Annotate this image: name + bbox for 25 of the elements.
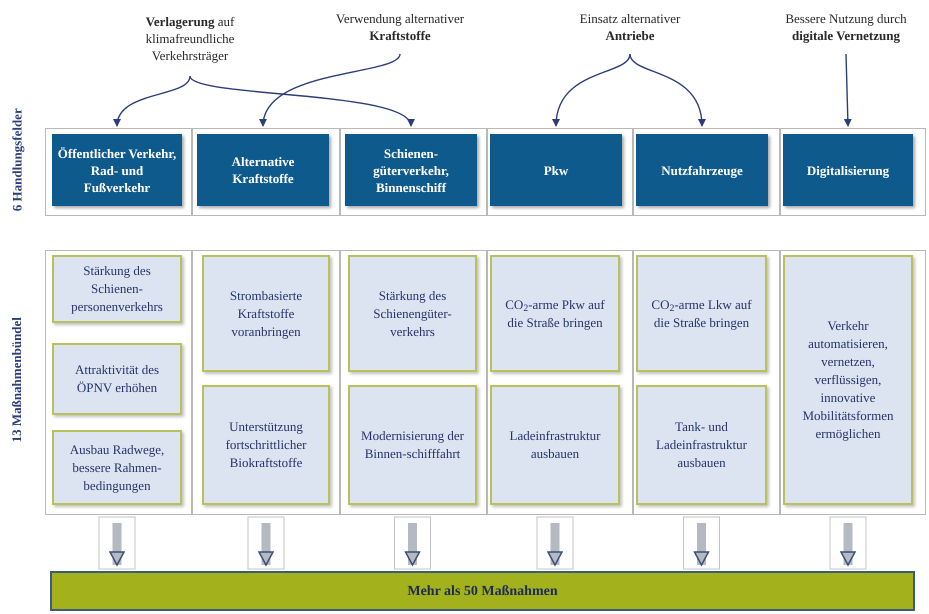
measure-box: Ausbau Radwege, bessere Rahmen-bedingungen [52,430,182,505]
measure-box: Strombasierte Kraftstoffe voranbringen [202,255,330,372]
side-label: 13 Maßnahmenbündel [8,317,26,443]
measure-box: Ladeinfrastruktur ausbauen [490,385,620,505]
measure-box: CO$_{2}$-arme Pkw auf die Straße bringen [490,255,620,372]
annotation-text: Verwendung alternativer Kraftstoffe [325,6,475,48]
annotation-text: Einsatz alternativer Antriebe [555,6,705,48]
side-label: 6 Handlungsfelder [8,108,26,212]
field-box: Nutzfahrzeuge [636,134,768,206]
field-box: Schienen-güterverkehr, Binnenschiff [345,134,477,206]
field-box: Digitalisierung [783,134,913,206]
annotation-text: Verlagerung auf klimafreundliche Verkehrsträger [110,6,270,70]
measure-box: Tank- und Ladeinfrastruktur ausbauen [636,385,767,505]
measure-box: Attraktivität des ÖPNV erhöhen [52,343,182,415]
summary-bar: Mehr als 50 Maßnahmen [50,571,915,611]
field-box: Alternative Kraftstoffe [197,134,329,206]
measure-box: CO$_{2}$-arme Lkw auf die Straße bringen [636,255,767,372]
measure-box: Modernisierung der Binnen-schifffahrt [348,385,477,505]
field-box: Öffentlicher Verkehr, Rad- und Fußverkehr [52,134,182,206]
measure-box: Stärkung des Schienengüter-verkehrs [348,255,477,372]
field-box: Pkw [490,134,622,206]
measure-box: Verkehr automatisieren, vernetzen, verflüssigen, innovative Mobilitätsformen ermöglichen [783,255,913,505]
measure-box: Unterstützung fortschrittlicher Biokraftstoffe [202,385,330,505]
annotation-text: Bessere Nutzung durch digitale Vernetzung [765,6,927,48]
measure-box: Stärkung des Schienen-personenverkehrs [52,255,182,323]
